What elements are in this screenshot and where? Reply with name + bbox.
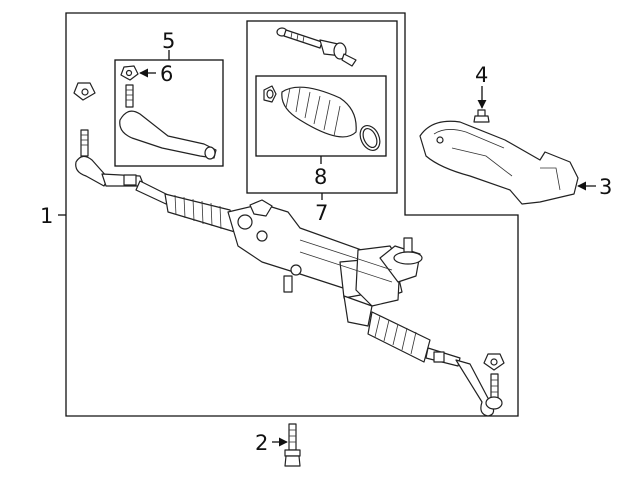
callout-7: 7	[315, 201, 328, 225]
callout-6: 6	[160, 62, 173, 86]
left-bellows-boot	[164, 193, 236, 233]
shield-bolt	[473, 109, 490, 123]
callout-4: 4	[475, 63, 488, 87]
callout-1: 1	[40, 204, 53, 228]
boot-kit	[263, 85, 381, 151]
callout-5: 5	[162, 29, 175, 53]
right-bellows-boot	[367, 311, 431, 363]
callout-3: 3	[599, 175, 612, 199]
assembly-frame	[65, 12, 519, 417]
callout-8: 8	[314, 165, 327, 189]
inner-tie-rod	[276, 27, 357, 67]
callout-2: 2	[255, 431, 268, 455]
heat-shield	[419, 120, 579, 205]
mounting-bolt	[284, 423, 301, 467]
outer-tie-rod-end	[119, 65, 217, 160]
steering-gear-assembly	[73, 82, 505, 417]
